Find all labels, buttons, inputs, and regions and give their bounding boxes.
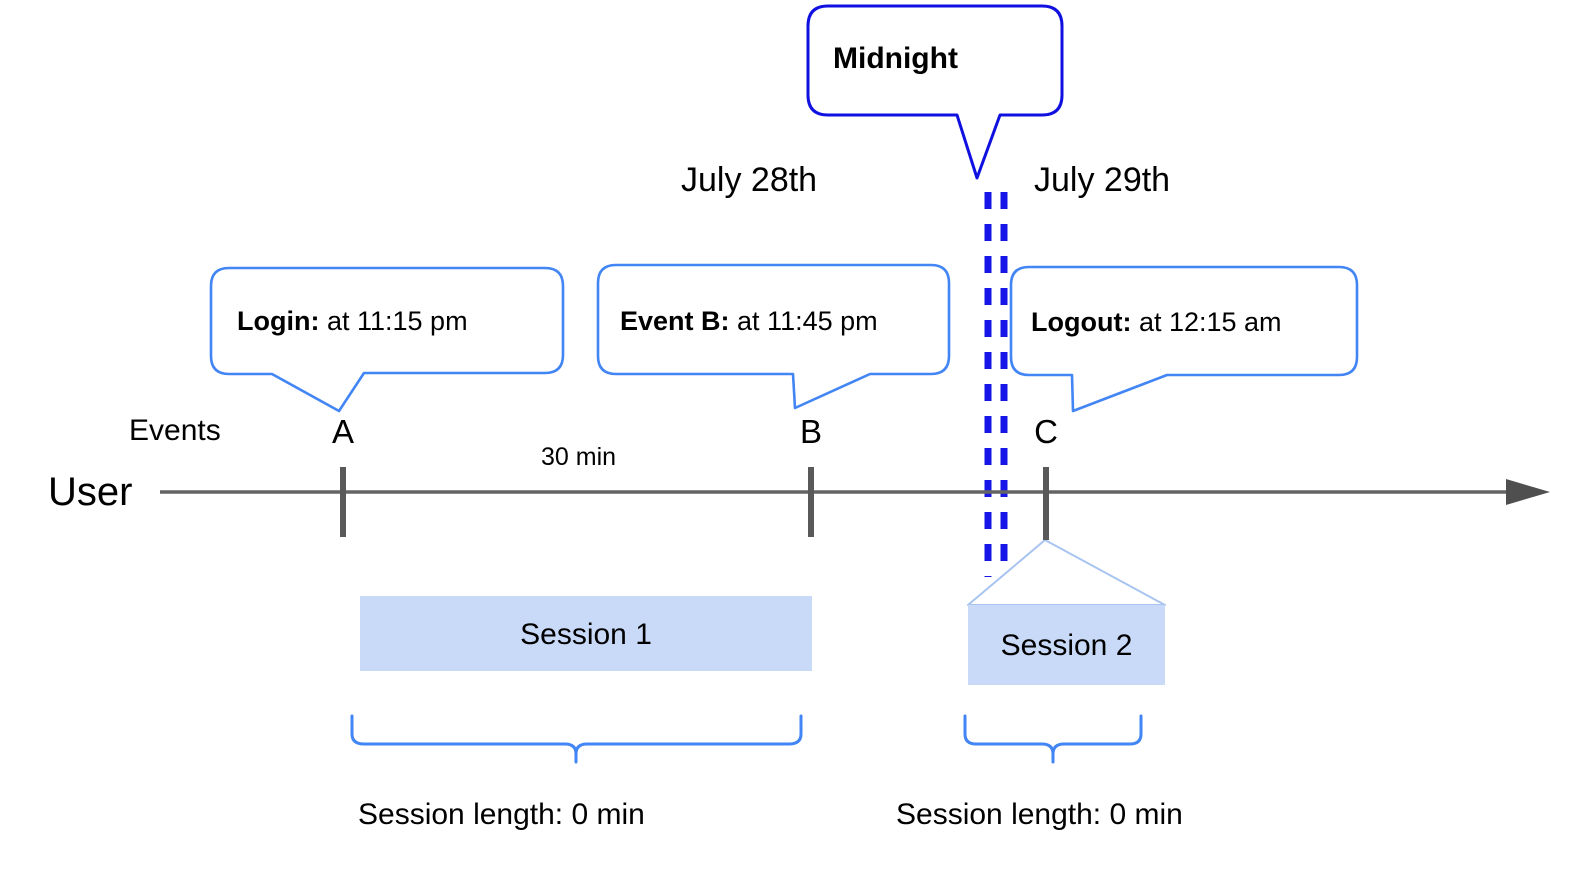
callout-logout-rest: at 12:15 am: [1131, 307, 1282, 337]
session-length-label-1: Session length: 0 min: [358, 798, 645, 831]
session-bar-label-1: Session 1: [520, 618, 652, 651]
midnight-dashed-lines: [984, 192, 1008, 577]
event-marker-label-c: C: [1034, 413, 1058, 450]
axis-row-label-events: Events: [129, 414, 221, 447]
callout-logout-label: Logout: at 12:15 am: [1031, 307, 1282, 338]
callout-login-label: Login: at 11:15 pm: [237, 306, 468, 337]
interval-label-30min: 30 min: [541, 443, 617, 471]
session2-connector: [967, 539, 1166, 606]
session-bar-label-2: Session 2: [1000, 629, 1133, 662]
date-label-july-28: July 28th: [681, 161, 818, 199]
callout-eventb-shape: [596, 263, 951, 410]
callout-login-shape: [209, 266, 565, 413]
event-tick-marks: [340, 467, 1049, 540]
callout-login-bold: Login:: [237, 306, 320, 336]
callout-eventb-rest: at 11:45 pm: [729, 306, 878, 336]
session1-brace: [350, 714, 803, 764]
session-length-label-2: Session length: 0 min: [896, 798, 1183, 831]
callout-eventb-label: Event B: at 11:45 pm: [620, 306, 878, 337]
callout-logout-bold: Logout:: [1031, 307, 1132, 337]
axis-row-label-user: User: [48, 470, 133, 514]
date-label-july-29: July 29th: [1034, 161, 1171, 199]
midnight-callout-label: Midnight: [833, 42, 958, 75]
midnight-callout-shape: [806, 4, 1064, 180]
callout-eventb-bold: Event B:: [620, 306, 730, 336]
session-bars: [360, 596, 1165, 685]
event-marker-label-a: A: [331, 413, 354, 450]
session2-brace: [963, 714, 1143, 764]
callout-logout-shape: [1009, 265, 1359, 413]
event-marker-label-b: B: [799, 413, 822, 450]
callout-login-rest: at 11:15 pm: [319, 306, 468, 336]
timeline-axis: [160, 479, 1550, 505]
